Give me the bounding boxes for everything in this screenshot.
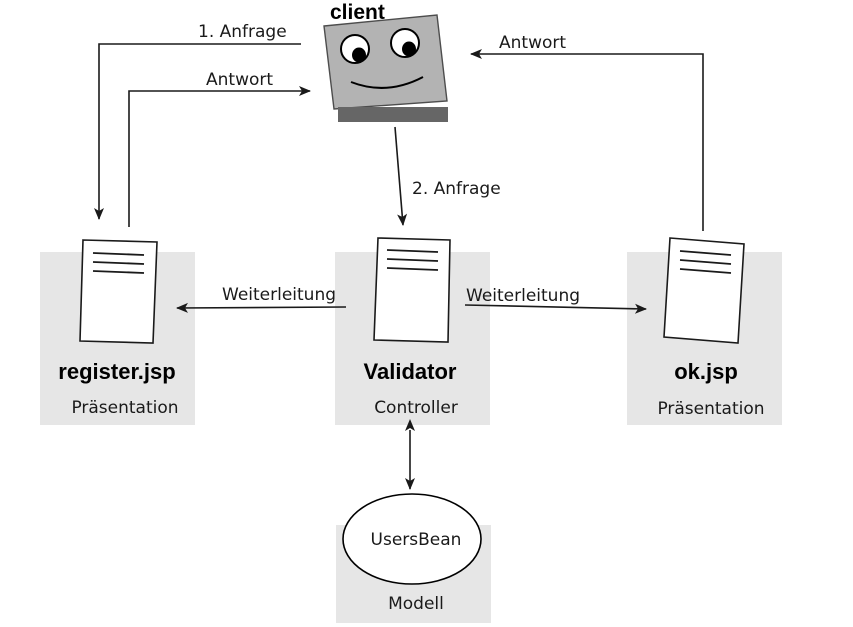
validator-role: Controller (374, 398, 458, 418)
register-role: Präsentation (71, 398, 178, 418)
response-left-label: Antwort (206, 70, 273, 90)
validator-title: Validator (364, 359, 457, 384)
ok-title: ok.jsp (674, 359, 738, 384)
forward-right-label: Weiterleitung (466, 286, 580, 306)
register-title: register.jsp (58, 359, 175, 384)
request2-arrow (394, 126, 408, 226)
model-role: Modell (388, 594, 444, 614)
register-document-icon (79, 239, 158, 344)
request2-label: 2. Anfrage (412, 179, 501, 199)
request1-arrow (94, 43, 301, 220)
response-right-label: Antwort (499, 33, 566, 53)
response-left-arrow (128, 86, 311, 227)
client-icon (323, 14, 448, 122)
request1-label: 1. Anfrage (198, 22, 287, 42)
client-label: client (330, 1, 385, 24)
model-title: UsersBean (371, 530, 462, 550)
forward-left-arrow (176, 302, 347, 313)
ok-role: Präsentation (657, 399, 764, 419)
ok-document-icon (663, 237, 745, 344)
forward-left-label: Weiterleitung (222, 285, 336, 305)
forward-right-arrow (464, 303, 647, 314)
response-right-arrow (470, 49, 704, 231)
validator-document-icon (373, 237, 451, 343)
model-ellipse (342, 493, 482, 585)
